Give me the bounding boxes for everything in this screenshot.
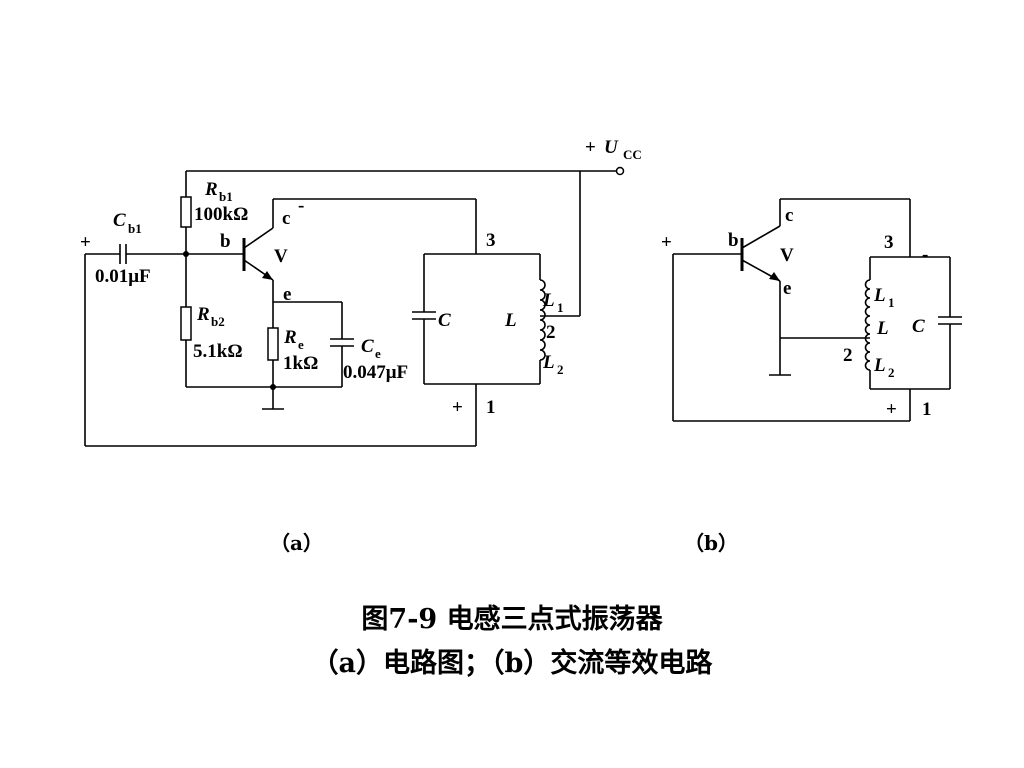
emitter-arrow — [262, 271, 273, 280]
node2-a: 2 — [546, 322, 556, 343]
re-resistor — [267, 327, 279, 361]
labels-b: + c b V e 3 - L 1 L 2 L 2 C + 1 — [661, 205, 932, 420]
rb2-label: R — [196, 304, 210, 325]
ucc-terminal — [615, 166, 625, 176]
ucc-plus: + — [585, 137, 596, 158]
minus-a: - — [298, 195, 304, 216]
l1-label-b: L — [873, 285, 886, 306]
l1-sub-b: 1 — [888, 295, 895, 310]
l1-label-a: L — [542, 290, 555, 311]
input-plus-b: + — [661, 232, 672, 253]
ce-label: C — [361, 336, 374, 357]
transistor-v-a: V — [274, 246, 288, 267]
inductor-l-b: L — [876, 318, 889, 339]
minus-b: - — [922, 244, 928, 265]
node2-b: 2 — [843, 345, 853, 366]
l1-sub-a: 1 — [557, 300, 564, 315]
pin-e-a: e — [283, 284, 291, 305]
re-sub: e — [298, 337, 304, 352]
labels-a: + U CC + C b1 0.01μF R b1 100kΩ R b2 5.1… — [80, 137, 642, 418]
node3-b: 3 — [884, 232, 894, 253]
node1-plus-a: + — [452, 397, 463, 418]
l2-sub-b: 2 — [888, 365, 895, 380]
pin-c-b: c — [785, 205, 793, 226]
pin-b-b: b — [728, 230, 739, 251]
re-value: 1kΩ — [283, 353, 318, 374]
node1-b: 1 — [922, 399, 932, 420]
node3-a: 3 — [486, 230, 496, 251]
ce-value: 0.047μF — [343, 362, 408, 383]
pin-b-a: b — [220, 231, 231, 252]
re-label: R — [283, 327, 297, 348]
figure-subtitle: （a）电路图；（b）交流等效电路 — [311, 648, 713, 679]
cap-c-b: C — [912, 316, 925, 337]
rb1-sub: b1 — [219, 189, 233, 204]
pin-e-b: e — [783, 278, 791, 299]
rb2-resistor — [180, 306, 192, 341]
emitter-arrow-b — [769, 272, 780, 281]
transistor-v-b: V — [780, 245, 794, 266]
rb1-value: 100kΩ — [194, 204, 248, 225]
circuit-b — [672, 198, 962, 422]
rb2-value: 5.1kΩ — [193, 341, 243, 362]
rb2-sub: b2 — [211, 314, 225, 329]
l2-sub-a: 2 — [557, 362, 564, 377]
node1-plus-b: + — [886, 399, 897, 420]
tank-inductor-coil — [539, 279, 546, 361]
input-plus-a: + — [80, 232, 91, 253]
l2-label-a: L — [542, 352, 555, 373]
l2-label-b: L — [873, 355, 886, 376]
ucc-label: U — [604, 137, 619, 158]
cb1-sub: b1 — [128, 221, 142, 236]
inductor-coil-b — [864, 279, 871, 371]
inductor-l-a: L — [504, 310, 517, 331]
sublabel-b: （b） — [684, 531, 738, 555]
cap-c-a: C — [438, 310, 451, 331]
ce-sub: e — [375, 346, 381, 361]
cb1-label: C — [113, 210, 126, 231]
rb1-label: R — [204, 179, 218, 200]
cb1-value: 0.01μF — [95, 266, 151, 287]
pin-c-a: c — [282, 208, 290, 229]
figure-title: 图7-9 电感三点式振荡器 — [361, 604, 663, 635]
rb1-resistor — [180, 196, 192, 228]
sublabel-a: （a） — [270, 531, 323, 555]
node1-a: 1 — [486, 397, 496, 418]
circuit-a — [84, 166, 625, 447]
ucc-sub: CC — [623, 147, 642, 162]
